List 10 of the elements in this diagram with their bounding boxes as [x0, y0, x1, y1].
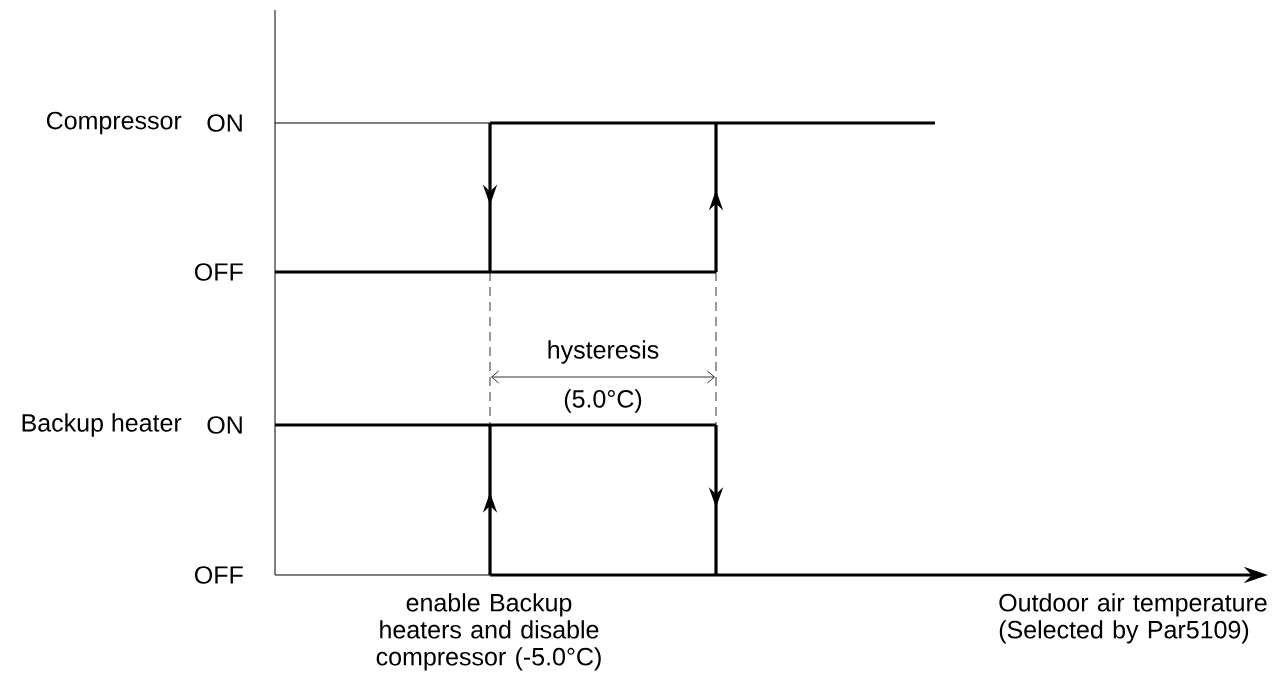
axis-label: Outdoor air temperature (Selected by Par5109)	[999, 593, 1267, 644]
dimension-label: (5.0°C)	[564, 389, 642, 413]
dimension-label: hysteresis	[548, 340, 659, 364]
threshold-label: enable Backup heaters and disable compressor (-5.0°C)	[376, 593, 601, 671]
state-label: OFF	[195, 566, 243, 584]
state-label: Compressor	[46, 111, 182, 135]
state-label: OFF	[195, 263, 243, 281]
state-label: ON	[207, 416, 242, 434]
state-label: Backup heater	[22, 413, 182, 437]
state-label: ON	[207, 114, 242, 132]
